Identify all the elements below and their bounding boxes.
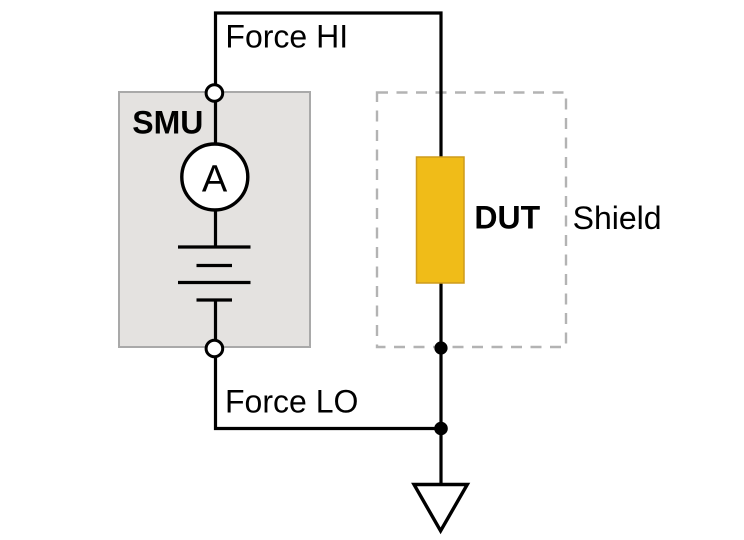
svg-text:A: A bbox=[202, 159, 228, 201]
svg-text:Force HI: Force HI bbox=[225, 19, 348, 55]
svg-text:DUT: DUT bbox=[474, 200, 540, 236]
svg-text:SMU: SMU bbox=[132, 105, 203, 141]
svg-text:Force LO: Force LO bbox=[225, 383, 358, 419]
svg-text:Shield: Shield bbox=[573, 200, 662, 236]
